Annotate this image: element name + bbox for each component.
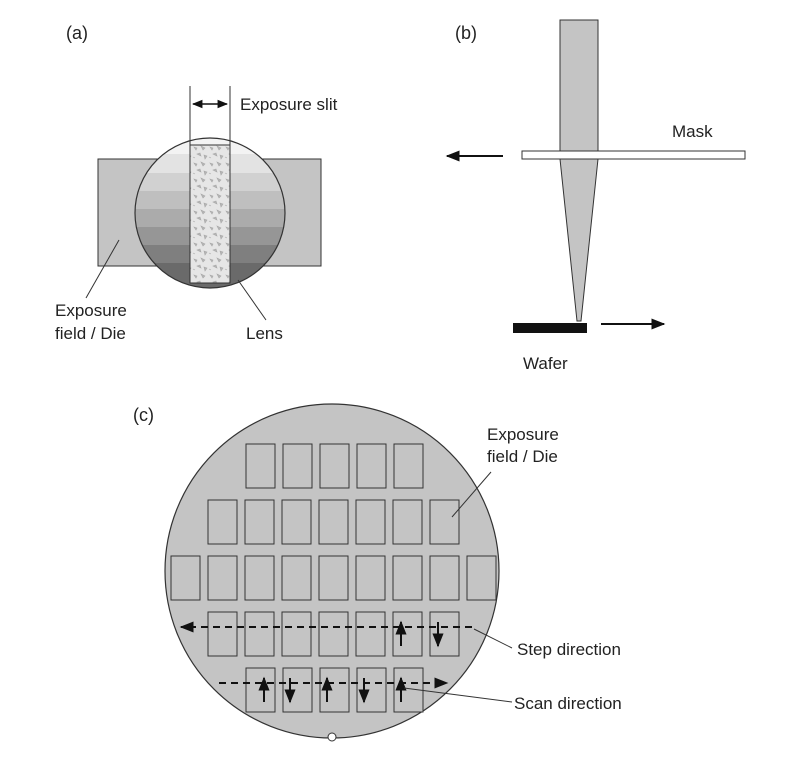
die-2-2 bbox=[244, 499, 275, 545]
die-label-1: Exposure bbox=[487, 425, 559, 444]
die-3-2 bbox=[207, 555, 238, 601]
exposure-field-label-2: field / Die bbox=[55, 324, 126, 343]
die-2-1 bbox=[207, 499, 238, 545]
scan-arrows bbox=[258, 620, 444, 704]
die-1-3 bbox=[319, 443, 350, 489]
exposure-field-label-1: Exposure bbox=[55, 301, 127, 320]
die-2-5 bbox=[355, 499, 386, 545]
die-4-4 bbox=[318, 611, 349, 657]
exposure-slit bbox=[189, 144, 231, 284]
die-5-4 bbox=[356, 667, 387, 713]
light-cone bbox=[559, 158, 599, 322]
die-3-7 bbox=[392, 555, 423, 601]
panel-c: (c) Exposure field / Die Step direction … bbox=[133, 403, 622, 742]
die-4-3 bbox=[281, 611, 312, 657]
die-4-5 bbox=[355, 611, 386, 657]
die-5-1 bbox=[245, 667, 276, 713]
die-3-4 bbox=[281, 555, 312, 601]
die-3-9 bbox=[466, 555, 497, 601]
die-1-5 bbox=[393, 443, 424, 489]
panel-a-label: (a) bbox=[66, 23, 88, 43]
die-4-6 bbox=[392, 611, 423, 657]
light-beam bbox=[559, 19, 599, 152]
die-3-8 bbox=[429, 555, 460, 601]
die-2-3 bbox=[281, 499, 312, 545]
die-label-2: field / Die bbox=[487, 447, 558, 466]
wafer bbox=[513, 323, 587, 333]
die-3-6 bbox=[355, 555, 386, 601]
die-5-3 bbox=[319, 667, 350, 713]
die-1-2 bbox=[282, 443, 313, 489]
die-3-1 bbox=[170, 555, 201, 601]
panel-b-label: (b) bbox=[455, 23, 477, 43]
die-1-4 bbox=[356, 443, 387, 489]
wafer-notch bbox=[327, 732, 337, 742]
die-3-3 bbox=[244, 555, 275, 601]
panel-c-label: (c) bbox=[133, 405, 154, 425]
panel-a: (a) Exposure slit Exposure field / Die L… bbox=[55, 23, 338, 343]
panel-b: (b) Mask Wafer bbox=[445, 19, 746, 373]
exposure-slit-label: Exposure slit bbox=[240, 95, 338, 114]
step-direction-label: Step direction bbox=[517, 640, 621, 659]
die-4-7 bbox=[429, 611, 460, 657]
mask bbox=[521, 150, 746, 160]
die-3-5 bbox=[318, 555, 349, 601]
mask-label: Mask bbox=[672, 122, 713, 141]
lens bbox=[134, 137, 286, 289]
die-2-6 bbox=[392, 499, 423, 545]
die-4-1 bbox=[207, 611, 238, 657]
wafer-label: Wafer bbox=[523, 354, 568, 373]
die-4-2 bbox=[244, 611, 275, 657]
die-2-7 bbox=[429, 499, 460, 545]
die-5-2 bbox=[282, 667, 313, 713]
die-2-4 bbox=[318, 499, 349, 545]
die-grid bbox=[170, 443, 497, 713]
lens-label: Lens bbox=[246, 324, 283, 343]
die-1-1 bbox=[245, 443, 276, 489]
scan-direction-label: Scan direction bbox=[514, 694, 622, 713]
